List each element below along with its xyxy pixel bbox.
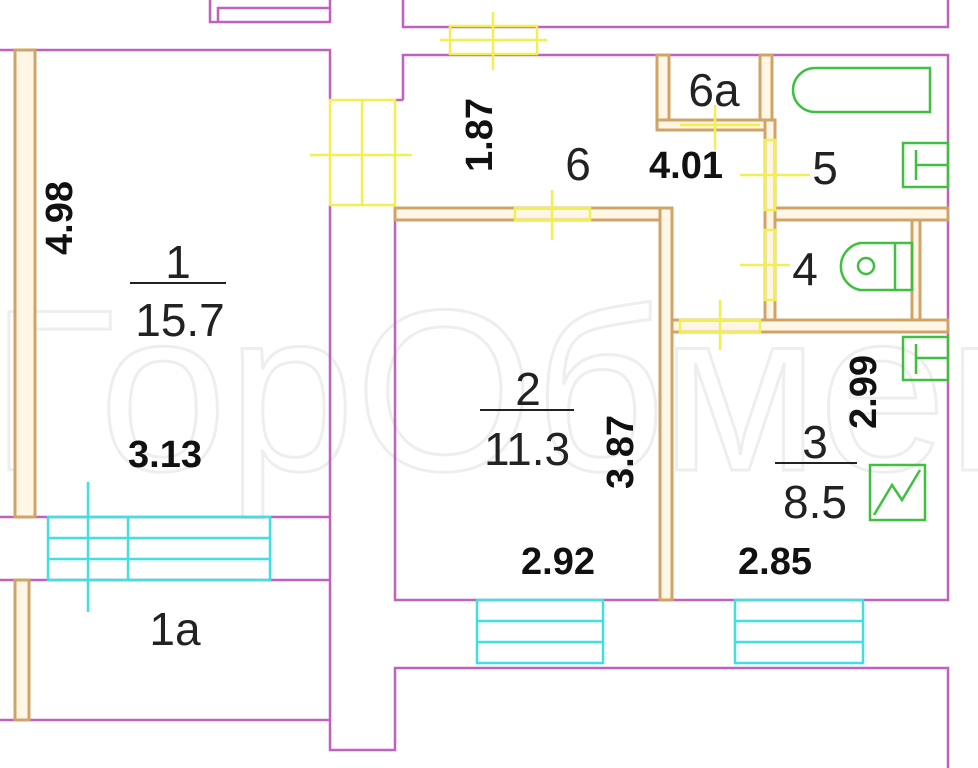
room-length: 3.87 bbox=[600, 415, 642, 489]
room-6-number: 6 bbox=[565, 138, 591, 190]
fixtures bbox=[791, 66, 950, 522]
room-1a-number: 1a bbox=[149, 603, 201, 655]
room-number: 1 bbox=[165, 236, 191, 288]
room-area: 11.3 bbox=[484, 423, 570, 475]
room-width: 3.13 bbox=[128, 434, 202, 476]
bathtub-icon bbox=[791, 66, 932, 114]
room-width: 2.85 bbox=[738, 541, 812, 583]
room-4-number: 4 bbox=[792, 243, 818, 295]
doors bbox=[310, 12, 810, 350]
watermark: ГорОбмен bbox=[0, 262, 978, 519]
toilet-icon bbox=[839, 241, 914, 292]
room-area: 15.7 bbox=[135, 294, 225, 346]
room-3: 3 8.5 2.99 2.85 bbox=[738, 355, 885, 583]
room-number: 2 bbox=[515, 363, 541, 415]
room-number: 3 bbox=[802, 416, 828, 468]
stove-icon bbox=[868, 463, 927, 522]
room-6-length: 4.01 bbox=[649, 145, 723, 187]
room-width: 2.92 bbox=[521, 541, 595, 583]
room-1: 1 15.7 3.13 4.98 bbox=[39, 181, 226, 476]
room-5-number: 5 bbox=[812, 142, 838, 194]
room-length: 2.99 bbox=[843, 355, 885, 429]
room-2: 2 11.3 3.87 2.92 bbox=[480, 363, 642, 583]
room-length: 4.98 bbox=[39, 181, 81, 255]
room-6a-number: 6a bbox=[688, 64, 740, 116]
windows bbox=[46, 482, 865, 665]
room-area: 8.5 bbox=[783, 476, 847, 528]
room-6-width: 1.87 bbox=[459, 98, 501, 172]
